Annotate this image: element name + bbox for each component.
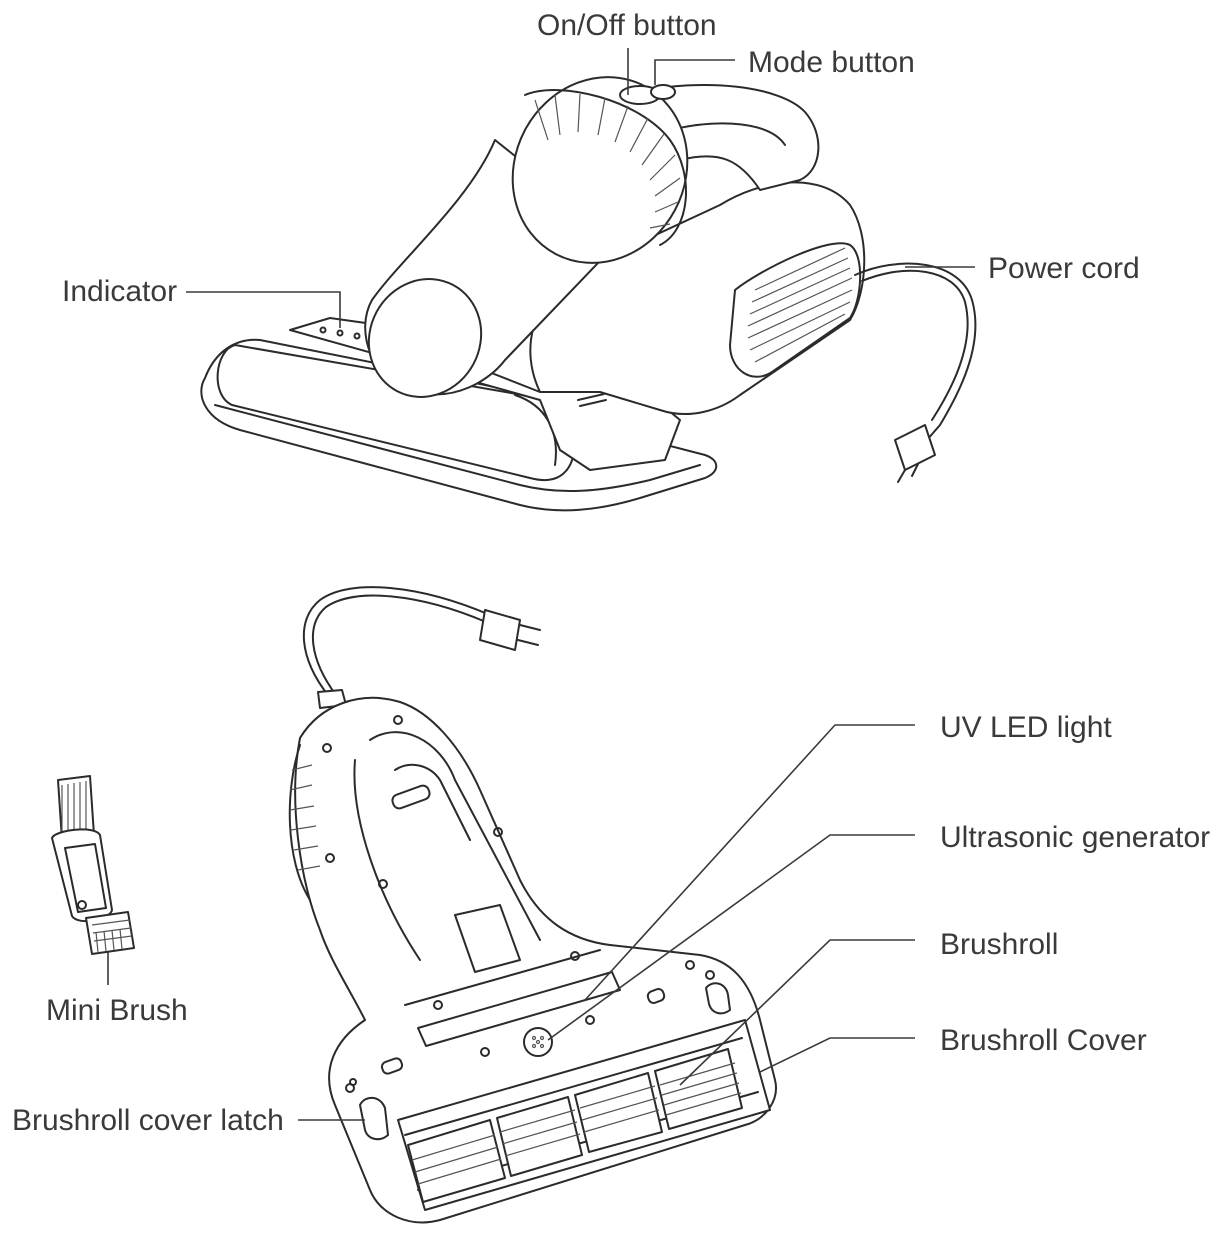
vacuum-bottom-view [288,586,777,1224]
label-ultrasonic-generator: Ultrasonic generator [940,821,1210,854]
label-uv-led-light: UV LED light [940,711,1112,744]
leader-indicator [186,291,341,328]
label-power-cord: Power cord [988,252,1140,285]
leader-brushroll [679,939,915,1086]
vacuum-top-view [200,76,977,512]
leader-uv-led [584,724,915,1001]
label-brushroll-cover-latch: Brushroll cover latch [12,1104,284,1137]
label-indicator: Indicator [62,275,177,308]
label-brushroll: Brushroll [940,928,1058,961]
leader-ultrasonic [547,834,915,1041]
mini-brush [51,775,135,955]
label-on-off-button: On/Off button [537,9,717,42]
leader-mode [654,59,735,85]
label-mini-brush: Mini Brush [46,994,188,1027]
leader-brushroll-cover [759,1037,915,1073]
label-mode-button: Mode button [748,46,915,79]
label-brushroll-cover: Brushroll Cover [940,1024,1147,1057]
